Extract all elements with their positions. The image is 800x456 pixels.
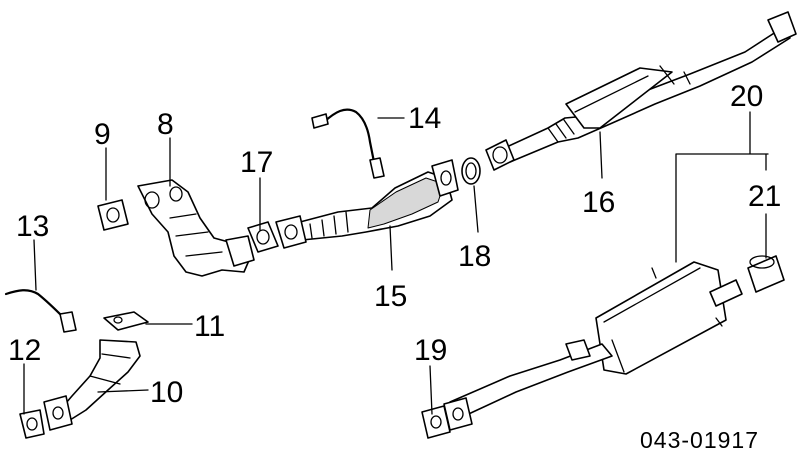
flange-16 [485,139,515,171]
part-12-gasket [19,409,45,439]
flange-15-front [275,215,307,249]
part-14-oxygen-sensor [311,108,385,179]
leader-lines [23,111,769,415]
part-13-oxygen-sensor [4,289,77,333]
part-21-tail-pipe [747,255,785,293]
part-20-main-muffler [449,261,743,419]
label-9: 9 [94,118,111,151]
part-8-exhaust-manifold [137,179,255,277]
leader-19 [429,365,433,415]
label-17: 17 [240,146,273,179]
label-20: 20 [730,80,763,113]
part-10-front-pipe [43,339,141,431]
leader-20 [675,111,769,263]
label-14: 14 [408,102,441,135]
part-9-gasket [97,199,129,231]
label-13: 13 [16,210,49,243]
leader-15 [389,225,393,271]
leader-13 [33,239,37,291]
part-18-gasket-ring [461,157,481,185]
label-16: 16 [582,186,615,219]
label-11: 11 [194,310,225,343]
part-17-gasket [247,221,279,253]
label-8: 8 [157,108,174,141]
part-16-resonator-pipe [499,11,797,163]
label-10: 10 [150,376,183,409]
label-15: 15 [374,280,407,313]
diagram-code: 043-01917 [640,427,759,453]
leader-18 [473,185,479,233]
label-19: 19 [414,334,447,367]
leader-10 [97,389,149,393]
part-15-catalytic-converter [299,159,459,241]
label-18: 18 [458,240,491,273]
part-11-heat-shield [103,311,149,331]
label-12: 12 [8,334,41,367]
label-21: 21 [748,180,781,213]
leader-16 [599,131,603,179]
flange-20-front [443,397,473,431]
part-19-gasket [421,405,451,439]
